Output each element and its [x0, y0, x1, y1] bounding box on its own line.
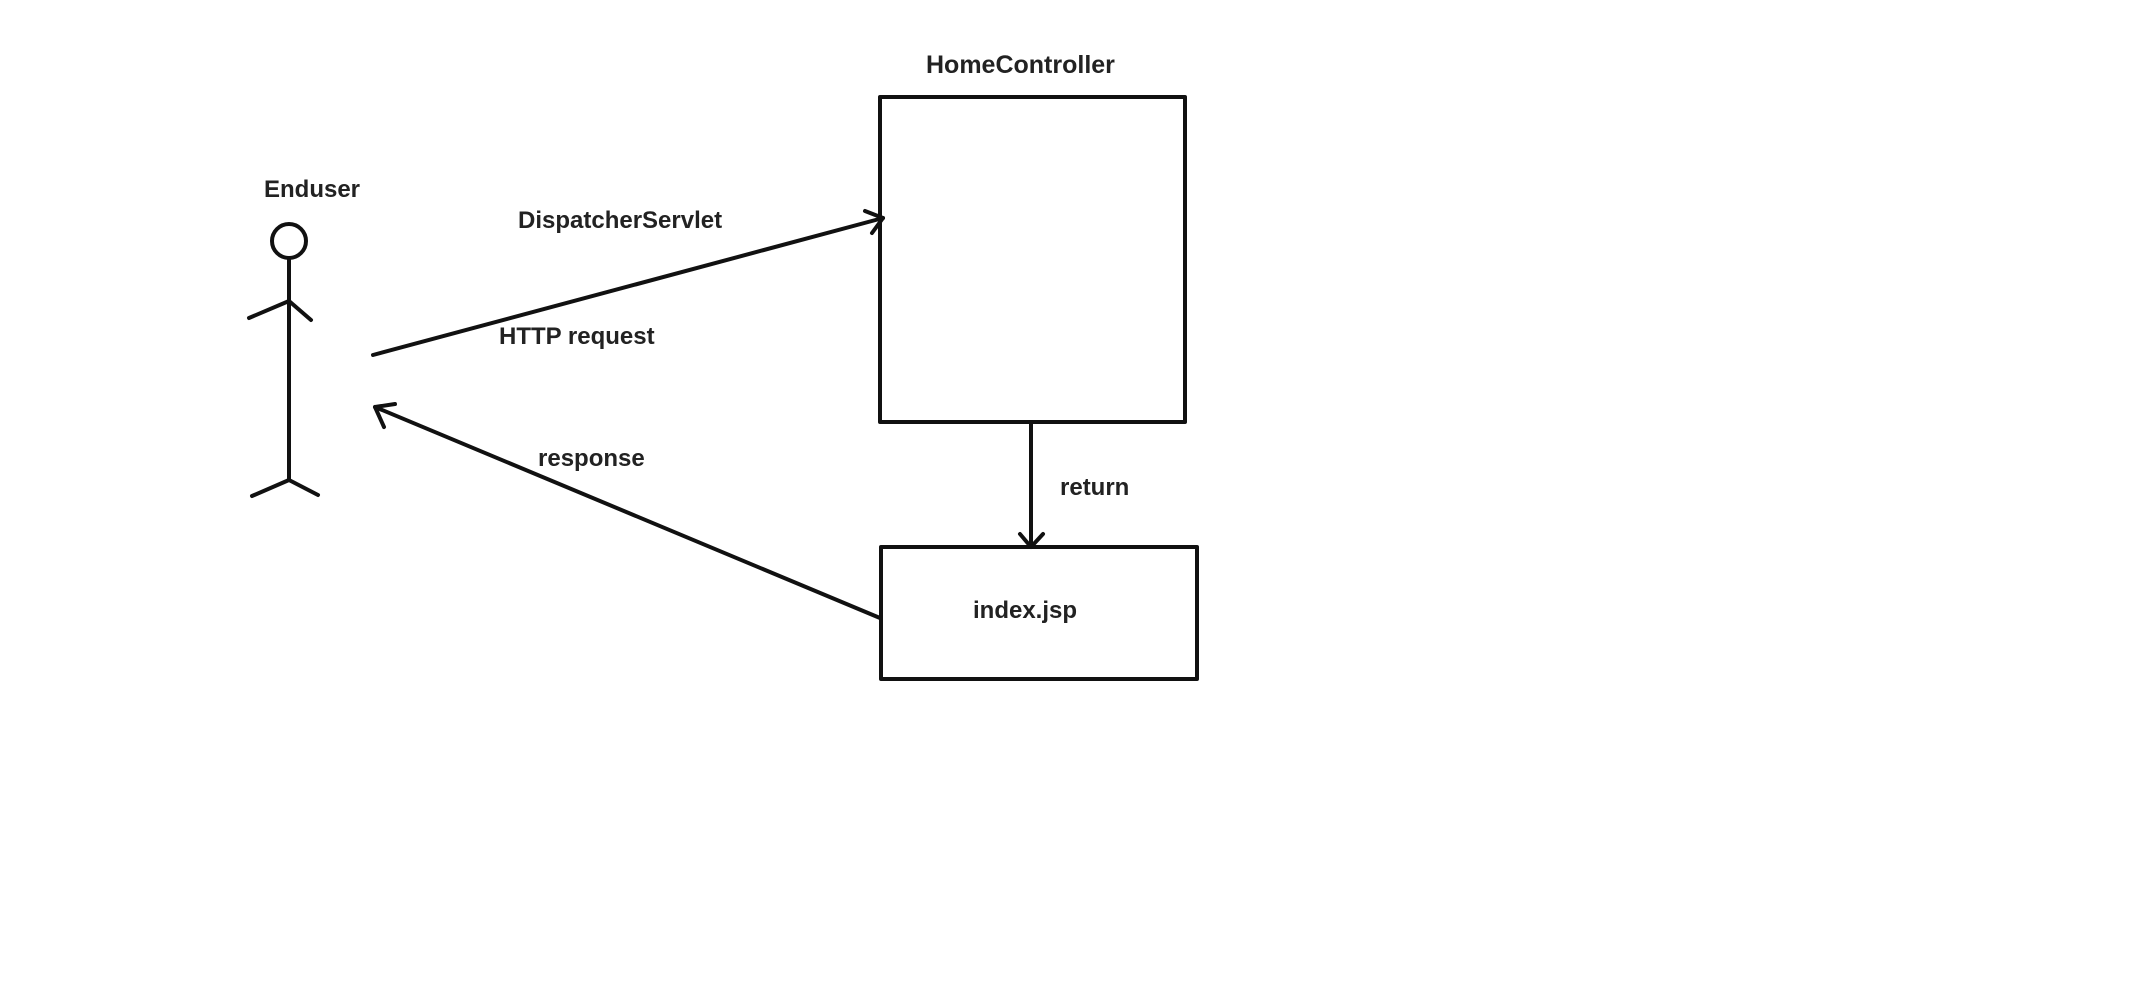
- dispatcher-servlet-label: DispatcherServlet: [518, 207, 723, 234]
- response-arrow-head: [373, 402, 397, 429]
- response-arrow-line: [373, 405, 882, 620]
- return-label: return: [1060, 474, 1130, 501]
- return-arrow: [1018, 420, 1045, 549]
- enduser-stick-figure-icon: [247, 222, 320, 498]
- return-arrow-head: [1018, 532, 1045, 549]
- request-arrow: [371, 209, 885, 357]
- actor-right-leg: [287, 478, 320, 497]
- response-label: response: [538, 445, 645, 472]
- response-arrow: [373, 402, 882, 620]
- request-arrow-line: [371, 216, 885, 357]
- actor-head: [270, 222, 308, 260]
- index-jsp-label: index.jsp: [973, 597, 1078, 624]
- http-request-label: HTTP request: [499, 323, 655, 350]
- index-jsp-box: [879, 545, 1199, 681]
- request-arrow-head: [863, 209, 885, 235]
- actor-right-arm: [287, 299, 313, 322]
- home-controller-label: HomeController: [926, 51, 1115, 79]
- home-controller-box: [878, 95, 1187, 424]
- enduser-label: Enduser: [264, 176, 361, 203]
- actor-left-leg: [250, 478, 291, 498]
- actor-left-arm: [247, 299, 291, 320]
